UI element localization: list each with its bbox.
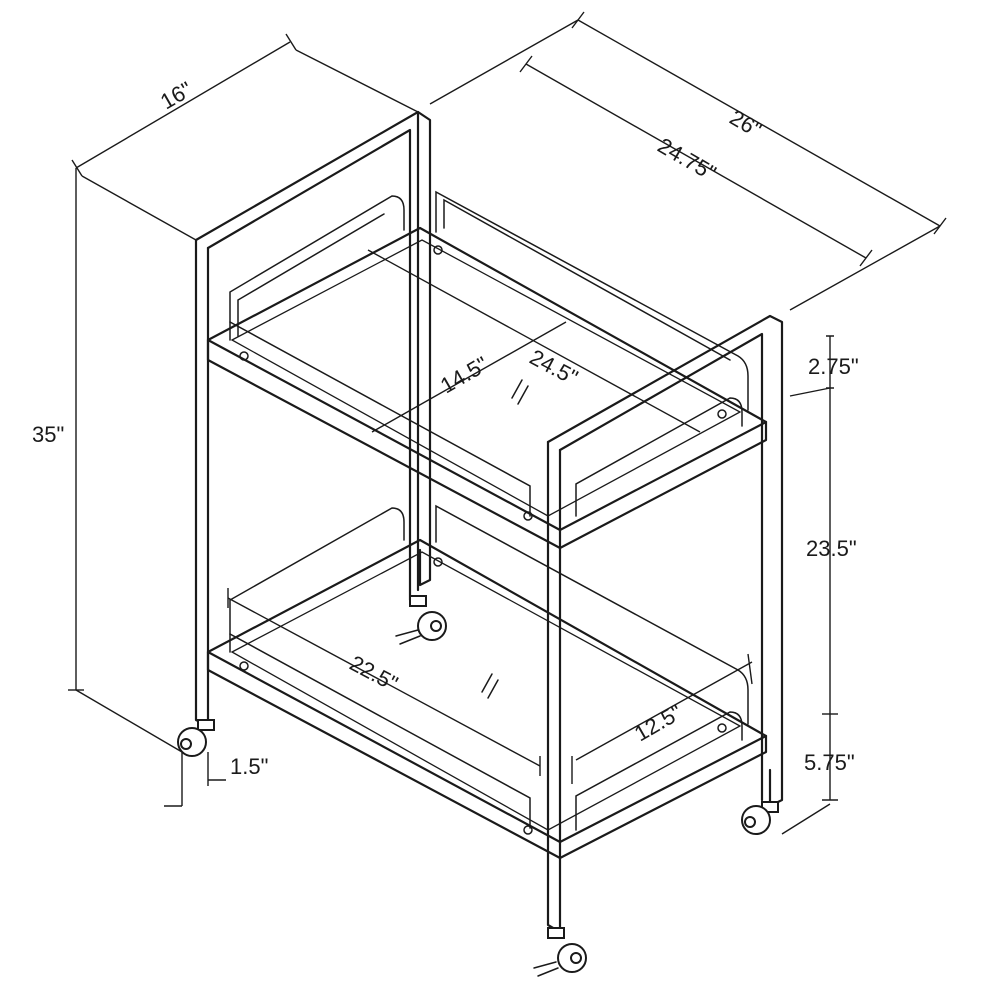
label-caster-offset: 1.5" <box>230 754 268 779</box>
label-depth: 16" <box>156 77 196 115</box>
bolt <box>433 557 443 567</box>
label-width-overall: 26" <box>726 105 766 143</box>
top-shelf-glass <box>230 239 742 517</box>
caster-front-right <box>533 927 587 977</box>
bottom-shelf-front-edge <box>206 650 768 860</box>
bottom-shelf-back-edge <box>206 538 768 738</box>
top-rail-left-back-inner <box>237 213 385 337</box>
bolt <box>239 661 249 671</box>
bottom-shelf-glass <box>230 551 742 831</box>
right-frame-outer <box>546 314 784 808</box>
top-rail-back-inner <box>443 198 731 361</box>
bolt <box>239 351 249 361</box>
bolt <box>717 723 727 733</box>
top-rail-front <box>229 321 531 517</box>
dimension-lines <box>68 11 947 835</box>
bottom-rail-right-front <box>575 711 743 831</box>
label-bottom-shelf-depth: 12.5" <box>630 699 686 746</box>
right-frame-inner <box>558 332 764 802</box>
left-front-post <box>194 238 210 728</box>
casters <box>177 595 779 977</box>
label-width-inner: 24.75" <box>654 133 721 186</box>
bolt <box>523 511 533 521</box>
left-frame-inner <box>206 128 412 602</box>
glass-reflection-bottom <box>481 673 499 699</box>
left-frame-outer <box>194 110 432 587</box>
bolt <box>717 409 727 419</box>
top-shelf-back-edge <box>206 226 768 424</box>
caster-back-left <box>395 595 447 645</box>
top-rail-right-front <box>575 397 743 517</box>
top-shelf-front-edge <box>206 338 768 550</box>
label-top-shelf-depth: 14.5" <box>436 351 492 398</box>
label-top-rail-height: 2.75" <box>808 354 859 379</box>
bolt <box>523 825 533 835</box>
dimension-labels: 16" 26" 24.75" 35" 14.5" 24.5" 2.75" 23.… <box>32 77 859 779</box>
glass-reflection-top <box>511 379 529 405</box>
cart-frame <box>194 110 784 934</box>
label-bottom-shelf-width: 22.5" <box>346 650 402 696</box>
caster-back-right <box>741 801 779 835</box>
label-height-overall: 35" <box>32 422 64 447</box>
bottom-rail-front <box>229 633 531 829</box>
bottom-rail-left-back <box>229 507 405 653</box>
caster-front-left <box>177 719 215 757</box>
label-shelf-spacing: 23.5" <box>806 536 857 561</box>
bolt <box>433 245 443 255</box>
top-rail-back <box>435 190 749 411</box>
top-rail-left-back <box>229 195 405 341</box>
label-bottom-clearance: 5.75" <box>804 750 855 775</box>
